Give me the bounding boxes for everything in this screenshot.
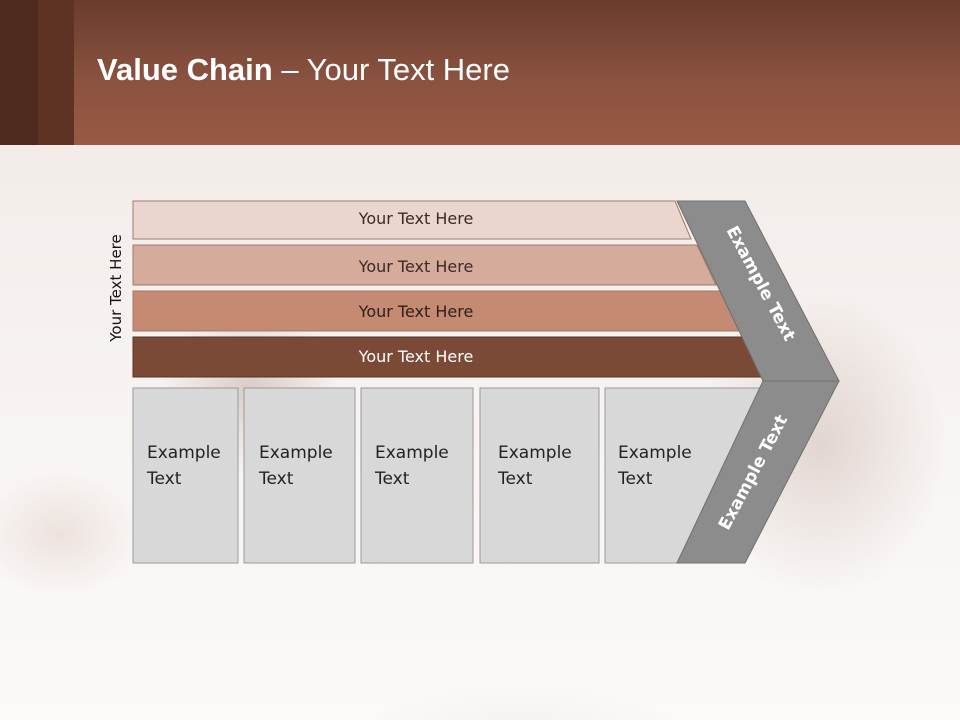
svg-text:Text: Text [146,639,182,659]
box-1 [132,387,239,564]
slide-title-bold: Value Chain [97,52,273,87]
side-label: Your Text Here [107,234,125,342]
header-accent-strip [0,0,38,145]
box-4-line1: Example [498,443,572,463]
support-bars: Your Text Here Your Text Here Your Text … [132,200,763,378]
svg-text:Text: Text [497,639,533,659]
box-4 [479,387,600,564]
bar-2 [132,244,717,286]
svg-text:Example: Example [375,665,449,685]
primary-boxes: Example Text Example Text Example Text E… [132,387,762,564]
box-1-line1: Example [147,443,221,463]
svg-text:Example: Example [498,665,572,685]
box-4-line2: Text [497,469,533,489]
box-1-line2: Text [146,469,182,489]
chevron-lower [676,380,840,564]
bar-1 [132,200,692,240]
bar-3-label: Your Text Here [358,302,474,321]
reflection: Example Text Example Text Example Text E… [132,564,826,720]
box-3 [360,387,474,564]
svg-text:Text: Text [617,639,653,659]
box-3-line2: Text [374,469,410,489]
svg-text:Example: Example [259,665,333,685]
header-accent-strip [38,0,74,145]
slide-title-rest: – Your Text Here [272,52,510,87]
box-3-line1: Example [375,443,449,463]
box-2-line2: Text [258,469,294,489]
svg-text:Example: Example [618,665,692,685]
box-5-line1: Example [618,443,692,463]
svg-text:Text: Text [258,639,294,659]
svg-text:Text: Text [374,639,410,659]
bar-1-label: Your Text Here [358,209,474,228]
box-2-line1: Example [259,443,333,463]
slide-title: Value Chain – Your Text Here [97,52,510,88]
bar-2-label: Your Text Here [358,257,474,276]
box-2 [243,387,356,564]
bar-4-label: Your Text Here [358,347,474,366]
svg-text:Example: Example [147,665,221,685]
header-band: Value Chain – Your Text Here [0,0,960,145]
box-5-line2: Text [617,469,653,489]
